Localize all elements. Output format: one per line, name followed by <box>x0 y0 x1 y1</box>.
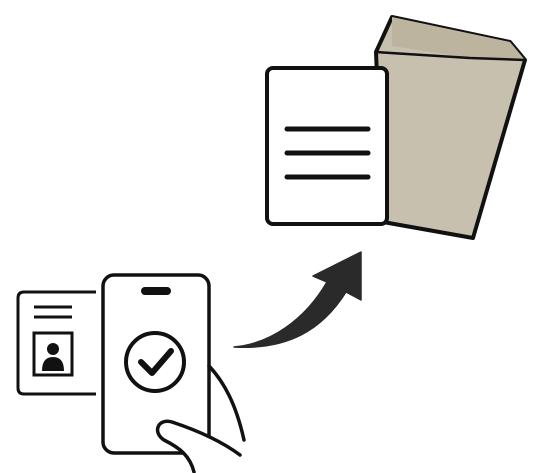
hand-outline <box>209 366 244 440</box>
document-page <box>267 68 387 224</box>
curved-arrow-icon <box>234 252 361 347</box>
smartphone-icon <box>103 275 209 453</box>
id-card-icon <box>18 292 96 394</box>
arrow-shape <box>234 252 361 347</box>
checkmark-circle-icon <box>126 333 184 391</box>
document-icon <box>267 68 387 224</box>
envelope-icon <box>376 17 525 238</box>
smartphone-speaker <box>141 287 171 295</box>
